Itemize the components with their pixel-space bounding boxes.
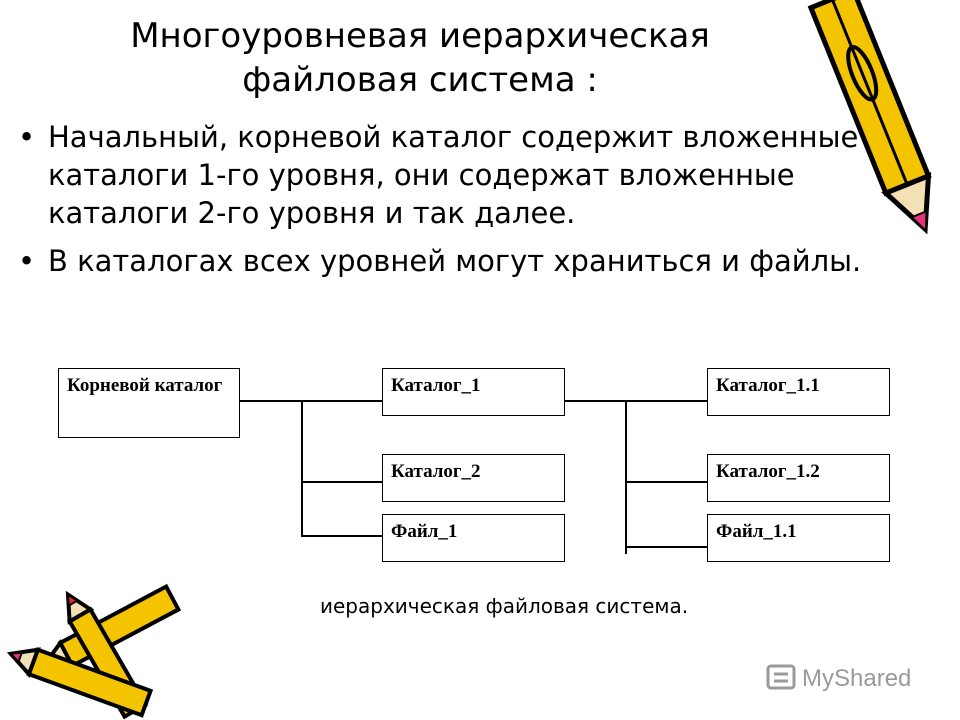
title-line-2: файловая система : <box>242 60 598 100</box>
bullet-text: Начальный, корневой каталог содержит вло… <box>48 120 859 230</box>
connector <box>625 481 707 483</box>
catalog-1-2-node: Каталог_1.2 <box>707 454 890 502</box>
connector <box>301 535 382 537</box>
bullet-text: В каталогах всех уровней могут храниться… <box>48 244 862 278</box>
connector <box>240 400 382 402</box>
bullet-item: • Начальный, корневой каталог содержит в… <box>18 118 918 232</box>
connector <box>625 400 627 554</box>
root-catalog-node: Корневой каталог <box>58 368 240 438</box>
watermark-icon: MyShared <box>766 664 911 692</box>
slide-title: Многоуровневая иерархическая файловая си… <box>60 14 780 102</box>
catalog-2-node: Каталог_2 <box>382 454 565 502</box>
connector <box>301 400 303 536</box>
watermark-text: MyShared <box>802 665 911 692</box>
title-line-1: Многоуровневая иерархическая <box>130 16 710 56</box>
bullet-item: • В каталогах всех уровней могут хранить… <box>18 242 918 280</box>
file-1-1-node: Файл_1.1 <box>707 514 890 562</box>
connector <box>565 400 707 402</box>
watermark-logo: MyShared <box>766 656 936 696</box>
bullet-symbol: • <box>18 244 36 278</box>
catalog-1-node: Каталог_1 <box>382 368 565 416</box>
bullet-list: • Начальный, корневой каталог содержит в… <box>18 118 918 290</box>
file-1-node: Файл_1 <box>382 514 565 562</box>
connector <box>301 481 382 483</box>
diagram-caption: иерархическая файловая система. <box>320 594 689 618</box>
pencil-icon <box>807 0 932 235</box>
connector <box>625 546 707 548</box>
pencils-icon <box>6 583 182 720</box>
catalog-1-1-node: Каталог_1.1 <box>707 368 890 416</box>
bullet-symbol: • <box>18 120 36 154</box>
